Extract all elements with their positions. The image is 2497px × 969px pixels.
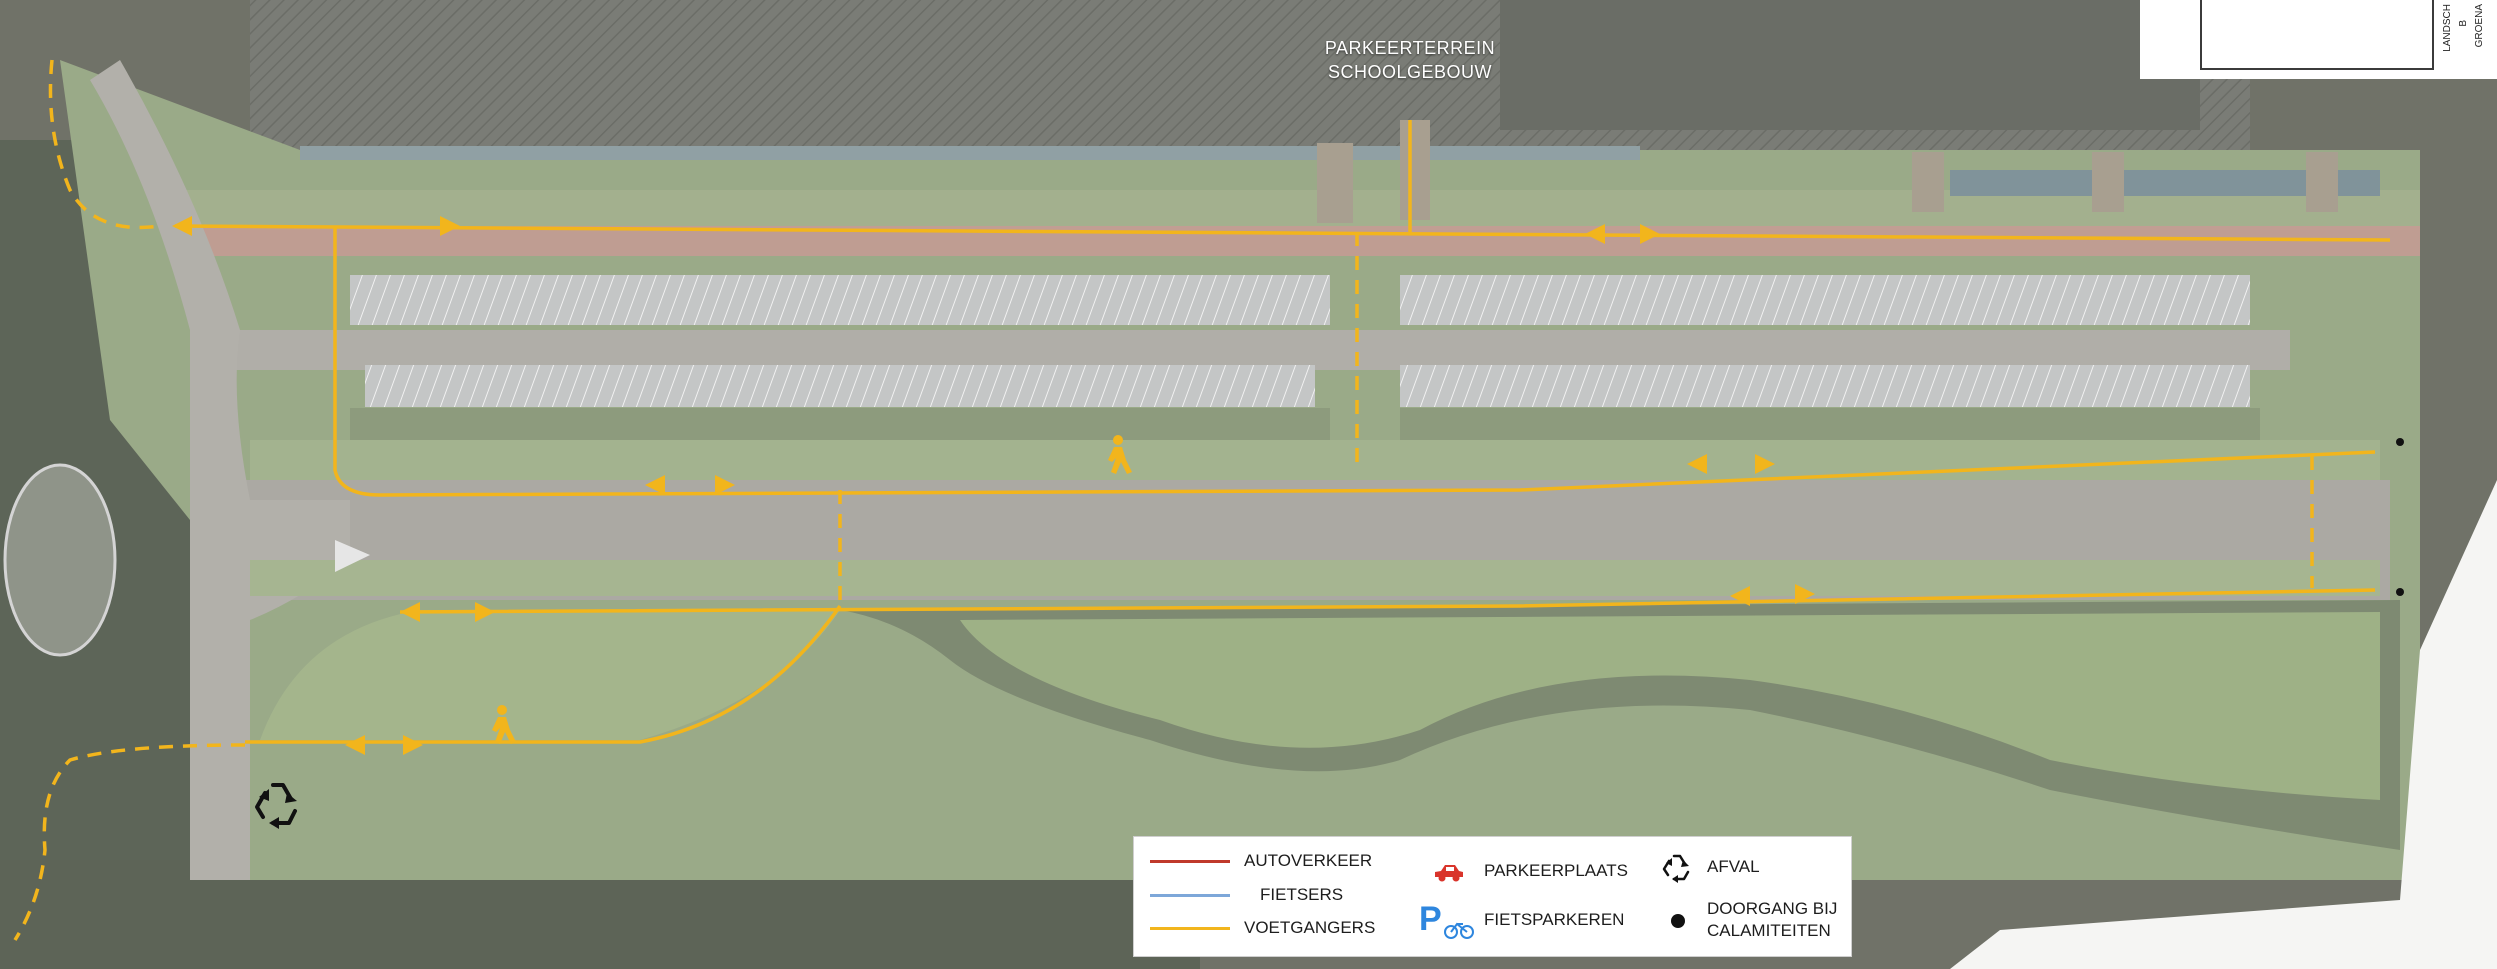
title-block: LANDSCH B GROENA: [2140, 0, 2497, 79]
arrow-right-icon: [475, 602, 495, 622]
pedestrian-icon: [1108, 435, 1132, 474]
recycle-icon: [255, 783, 297, 829]
legend: AUTOVERKEER FIETSERS VOETGANGERS PARKEER…: [1133, 836, 1852, 957]
title-block-frame: [2200, 0, 2434, 70]
arrow-left-icon: [1687, 454, 1707, 474]
pedestrian-icon: [492, 705, 516, 744]
arrow-right-icon: [440, 216, 460, 236]
arrow-left-icon: [1585, 224, 1605, 244]
recycle-icon: [1662, 854, 1690, 883]
legend-line-car: [1150, 860, 1230, 863]
grass-strip-middle: [250, 440, 2380, 480]
pedestrian-route-park: [245, 604, 842, 744]
car-road-top: [180, 226, 2420, 256]
gate-pillar: [1317, 143, 1353, 223]
park-lawn: [260, 610, 840, 740]
emergency-passage-dot-icon: [1671, 914, 1685, 928]
arrow-right-icon: [1640, 224, 1660, 244]
legend-label-emergency-1: DOORGANG BIJ: [1707, 899, 1838, 918]
gate-pillar: [2306, 152, 2338, 212]
grass-strip-top: [160, 190, 2420, 230]
arrow-left-icon: [400, 602, 420, 622]
arrow-right-icon: [1755, 454, 1775, 474]
legend-label-emergency-2: CALAMITEITEN: [1707, 921, 1831, 940]
parking-row: [350, 275, 1330, 325]
pedestrian-route-dashed: [13, 59, 2314, 941]
arrow-left-icon: [645, 475, 665, 495]
gate-pillar: [2092, 152, 2124, 212]
pedestrian-route-lower: [399, 588, 2376, 614]
building-area-top-right: [1500, 0, 2200, 130]
parking-lot-label-line1: PARKEERTERREIN: [1324, 38, 1496, 58]
legend-label-pedestrians: VOETGANGERS: [1244, 918, 1376, 937]
pedestrian-route-middle: [333, 227, 2376, 497]
wall-top: [300, 146, 1640, 160]
legend-label-bike-parking: FIETSPARKEREN: [1484, 910, 1625, 929]
legend-label-car: AUTOVERKEER: [1244, 851, 1373, 870]
emergency-passage-dot: [2396, 588, 2404, 596]
arrow-left-icon: [172, 216, 192, 236]
title-block-text: B: [2458, 20, 2469, 27]
title-block-text: GROENA: [2474, 4, 2485, 48]
parking-row: [1400, 365, 2250, 407]
parking-row: [1400, 275, 2250, 325]
pedestrian-route-network: [174, 120, 2391, 744]
bike-parking-icon: P: [1419, 900, 1474, 939]
arrow-left-icon: [1730, 586, 1750, 606]
gate-pillar: [1912, 152, 1944, 212]
legend-label-waste: AFVAL: [1707, 857, 1760, 876]
arrow-right-icon: [715, 475, 735, 495]
legend-label-parking: PARKEERPLAATS: [1484, 861, 1628, 880]
direction-arrows: [172, 216, 1815, 755]
traffic-island: [335, 540, 370, 572]
legend-line-cyclists: [1150, 894, 1230, 897]
legend-line-pedestrians: [1150, 927, 1230, 930]
arrow-right-icon: [403, 735, 423, 755]
parking-aisle-upper: [190, 330, 2290, 370]
title-block-text: LANDSCH: [2442, 4, 2453, 52]
svg-text:P: P: [1419, 900, 1442, 938]
blank-corner: [1950, 480, 2497, 969]
parking-lot-label-line2: SCHOOLGEBOUW: [1327, 62, 1493, 82]
arrow-right-icon: [1795, 584, 1815, 604]
car-icon: [1435, 865, 1463, 882]
grass-strip-lower: [250, 560, 2380, 596]
pedestrian-route-top: [174, 224, 2391, 242]
access-road-left: [90, 60, 350, 880]
emergency-passage-dot: [2396, 438, 2404, 446]
legend-label-cyclists: FIETSERS: [1260, 885, 1344, 904]
meadow: [960, 612, 2380, 800]
parking-row: [365, 365, 1315, 407]
roundabout: [3, 463, 117, 657]
parking-lot-label: PARKEERTERREIN SCHOOLGEBOUW: [1270, 36, 1550, 84]
gate-pillar: [1400, 120, 1430, 220]
arrow-left-icon: [345, 735, 365, 755]
